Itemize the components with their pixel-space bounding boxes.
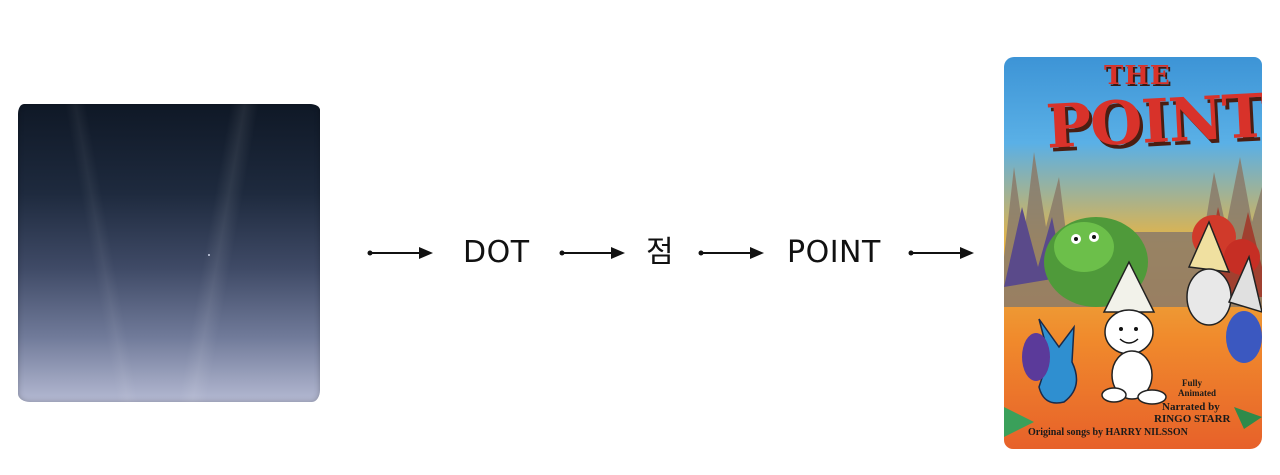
word-dot: DOT [463,235,530,270]
credit-narrated-by: Narrated by [1162,401,1220,413]
credit-fully: Fully [1182,378,1203,388]
arrow-3 [698,247,764,259]
arrow-2 [559,247,625,259]
arrow-1 [367,247,433,259]
poster-illustration [1004,152,1262,437]
poster-title-line1: THE [1104,61,1171,91]
credit-ringo-starr: RINGO STARR [1154,413,1231,425]
the-point-movie-poster: THE POINT Fully Animated Narrated by RIN… [1004,57,1262,449]
faint-dot [208,254,210,256]
arrow-4 [908,247,974,259]
credit-harry-nilsson: Original songs by HARRY NILSSON [1028,427,1188,438]
credit-animated: Animated [1178,388,1216,398]
pale-blue-dot-photo [18,104,320,402]
word-korean-point: 점 [646,235,675,270]
word-point: POINT [787,235,881,270]
poster-title-line2: POINT [1044,81,1262,163]
